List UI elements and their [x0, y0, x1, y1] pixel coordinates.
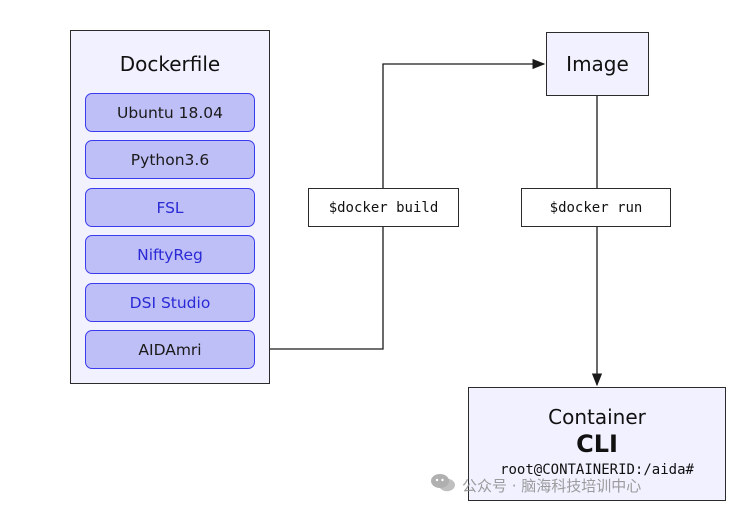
docker-run-label: $docker run	[521, 188, 671, 227]
dockerfile-title: Dockerfile	[119, 52, 221, 76]
container-title: Container	[548, 405, 646, 429]
image-box: Image	[546, 32, 649, 96]
layer-fsl: FSL	[85, 188, 255, 227]
container-prompt: root@CONTAINERID:/aida#	[500, 462, 694, 478]
watermark: 公众号 · 脑海科技培训中心	[430, 472, 641, 498]
layer-python: Python3.6	[85, 140, 255, 179]
container-box	[468, 387, 726, 501]
wechat-icon	[430, 473, 456, 497]
layer-niftyreg: NiftyReg	[85, 235, 255, 274]
layer-aidamri: AIDAmri	[85, 330, 255, 369]
docker-build-label: $docker build	[308, 188, 459, 227]
layer-dsi-studio: DSI Studio	[85, 283, 255, 322]
watermark-text: 公众号 · 脑海科技培训中心	[462, 476, 642, 495]
container-cli-label: CLI	[576, 430, 618, 458]
layer-ubuntu: Ubuntu 18.04	[85, 93, 255, 132]
